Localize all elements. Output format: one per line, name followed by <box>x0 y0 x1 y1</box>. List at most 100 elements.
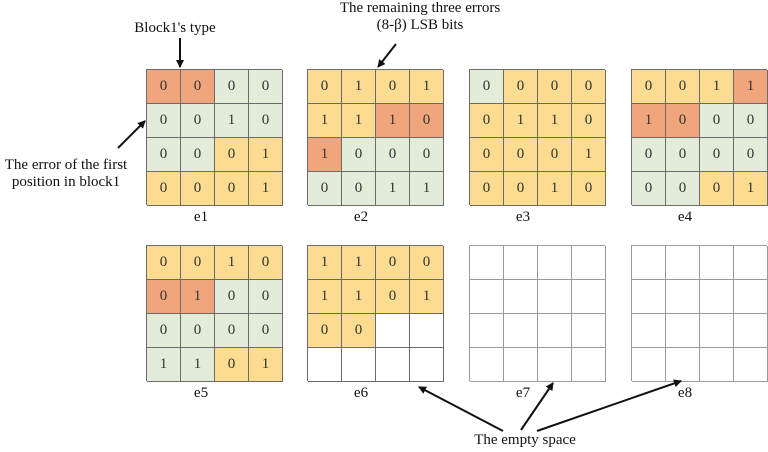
grid-cell: 0 <box>504 138 538 172</box>
grid-cell: 0 <box>376 70 410 104</box>
grid-cell: 0 <box>147 172 181 206</box>
empty-space-arrow-e8 <box>536 379 682 432</box>
grid-cell: 0 <box>147 70 181 104</box>
grid-cell: 1 <box>572 138 606 172</box>
label-e2: e2 <box>353 209 369 225</box>
grid-cell: 0 <box>147 104 181 138</box>
grid-cell <box>342 348 376 382</box>
grid-cell: 0 <box>376 246 410 280</box>
grid-cell: 0 <box>632 172 666 206</box>
grid-cell: 0 <box>572 104 606 138</box>
grid-cell <box>504 314 538 348</box>
grid-cell: 0 <box>410 104 444 138</box>
grid-cell: 0 <box>538 70 572 104</box>
grid-cell <box>470 280 504 314</box>
grid-cell: 1 <box>734 70 768 104</box>
empty-space-arrow-e6 <box>418 386 504 432</box>
grid-cell: 0 <box>470 172 504 206</box>
grid-cell <box>700 280 734 314</box>
grid-cell <box>734 348 768 382</box>
grid-cell <box>632 246 666 280</box>
block-e8 <box>631 245 768 382</box>
grid-cell: 0 <box>249 104 283 138</box>
grid-cell: 1 <box>632 104 666 138</box>
grid-cell <box>504 280 538 314</box>
grid-cell: 0 <box>632 138 666 172</box>
grid-cell <box>632 348 666 382</box>
grid-cell <box>734 314 768 348</box>
grid-cell: 1 <box>249 138 283 172</box>
grid-cell <box>572 314 606 348</box>
label-e3: e3 <box>515 209 531 225</box>
grid-cell: 1 <box>734 172 768 206</box>
grid-cell: 1 <box>342 280 376 314</box>
grid-cell: 1 <box>308 104 342 138</box>
grid-cell: 0 <box>342 314 376 348</box>
grid-cell: 0 <box>147 246 181 280</box>
grid-cell: 1 <box>376 104 410 138</box>
grid-cell: 0 <box>666 70 700 104</box>
grid-cell: 0 <box>215 70 249 104</box>
grid-cell <box>572 280 606 314</box>
grid-cell: 0 <box>147 138 181 172</box>
grid-cell <box>504 348 538 382</box>
block-e7 <box>469 245 606 382</box>
grid-cell <box>666 246 700 280</box>
grid-cell <box>700 246 734 280</box>
label-e8: e8 <box>677 385 693 401</box>
grid-cell: 0 <box>376 138 410 172</box>
grid-cell: 0 <box>666 138 700 172</box>
grid-cell: 1 <box>249 172 283 206</box>
remaining-errors-line1: The remaining three errors <box>339 0 501 16</box>
grid-cell: 1 <box>342 104 376 138</box>
remaining-errors-line2: (8-β) LSB bits <box>376 17 464 33</box>
grid-cell: 0 <box>734 138 768 172</box>
grid-cell <box>410 314 444 348</box>
grid-cell <box>572 246 606 280</box>
grid-cell: 0 <box>666 104 700 138</box>
grid-cell: 0 <box>410 246 444 280</box>
grid-cell <box>410 348 444 382</box>
grid-cell: 0 <box>572 70 606 104</box>
grid-cell: 0 <box>572 172 606 206</box>
grid-cell: 1 <box>410 172 444 206</box>
grid-cell: 0 <box>700 104 734 138</box>
grid-cell: 0 <box>215 348 249 382</box>
grid-cell: 1 <box>538 104 572 138</box>
grid-cell: 1 <box>410 280 444 314</box>
grid-cell <box>538 280 572 314</box>
grid-cell <box>308 348 342 382</box>
label-e5: e5 <box>193 385 209 401</box>
grid-cell: 0 <box>249 314 283 348</box>
label-e4: e4 <box>677 209 693 225</box>
grid-cell <box>632 280 666 314</box>
first-error-annotation: The error of the first position in block… <box>0 157 132 191</box>
grid-cell: 1 <box>215 104 249 138</box>
grid-cell <box>666 280 700 314</box>
grid-cell: 0 <box>308 172 342 206</box>
grid-cell: 0 <box>249 280 283 314</box>
grid-cell: 0 <box>342 172 376 206</box>
remaining-errors-arrow <box>377 43 397 68</box>
grid-cell: 0 <box>632 70 666 104</box>
grid-cell: 1 <box>376 172 410 206</box>
grid-cell: 1 <box>308 246 342 280</box>
grid-cell: 0 <box>410 138 444 172</box>
grid-cell: 1 <box>700 70 734 104</box>
label-e7: e7 <box>515 385 531 401</box>
grid-cell: 0 <box>147 314 181 348</box>
grid-cell: 1 <box>249 348 283 382</box>
grid-cell <box>470 246 504 280</box>
grid-cell: 0 <box>538 138 572 172</box>
first-error-arrow <box>117 120 146 149</box>
grid-cell <box>632 314 666 348</box>
grid-cell: 0 <box>249 246 283 280</box>
grid-cell: 1 <box>308 280 342 314</box>
